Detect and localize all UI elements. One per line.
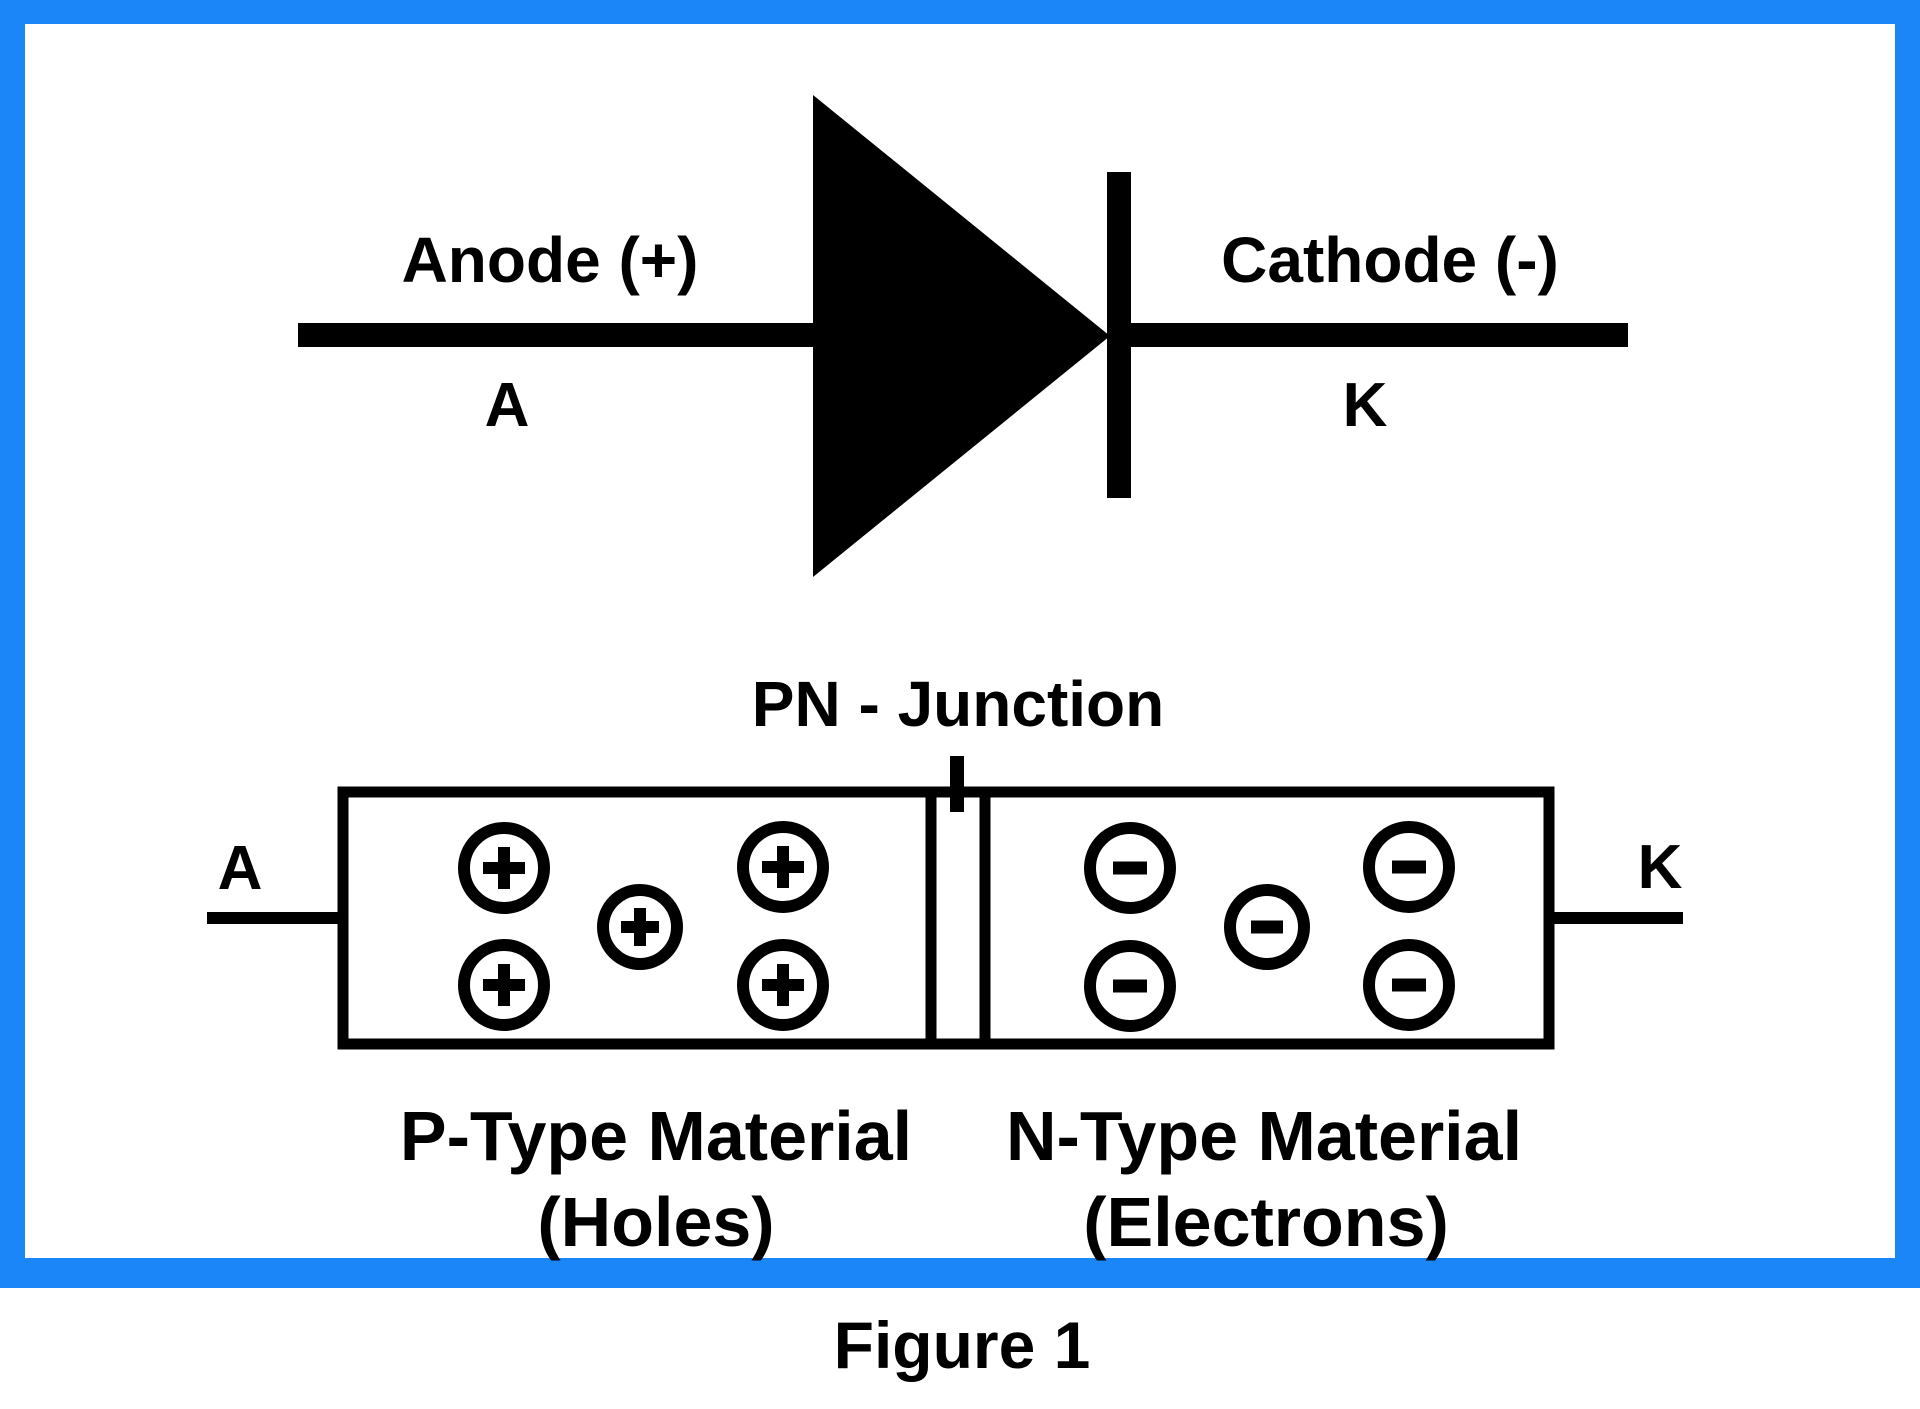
electron-carrier-icon [1363, 939, 1455, 1031]
hole-carrier-icon [737, 821, 829, 913]
frame-inner-panel [25, 24, 1895, 1258]
electron-carrier-icon [1084, 940, 1176, 1032]
cathode-bar-icon [1107, 172, 1131, 498]
electron-carrier-icon [1224, 884, 1310, 970]
pn-anode-terminal-letter: A [218, 834, 263, 903]
electron-carrier-icon [1084, 822, 1176, 914]
diode-triangle-icon [813, 95, 1110, 577]
pn-junction-diagram: PN - Junction A K [207, 668, 1683, 1261]
anode-label: Anode (+) [402, 224, 699, 296]
anode-terminal-letter: A [485, 371, 530, 440]
pn-junction-title: PN - Junction [752, 668, 1164, 740]
diode-symbol-diagram: Anode (+) Cathode (-) A K [298, 95, 1628, 577]
p-region-carriers-label: (Holes) [537, 1183, 774, 1261]
n-region-label: N-Type Material [1006, 1097, 1522, 1175]
p-region-carriers [458, 821, 829, 1031]
n-region-carriers-label: (Electrons) [1083, 1183, 1449, 1261]
hole-carrier-icon [597, 884, 683, 970]
electron-carrier-icon [1363, 821, 1455, 913]
figure-frame [0, 0, 1920, 1288]
figure-caption: Figure 1 [834, 1308, 1091, 1382]
hole-carrier-icon [458, 939, 550, 1031]
p-region-label: P-Type Material [400, 1097, 912, 1175]
pn-cathode-terminal-letter: K [1638, 833, 1683, 902]
hole-carrier-icon [458, 822, 550, 914]
cathode-terminal-letter: K [1343, 371, 1388, 440]
hole-carrier-icon [737, 939, 829, 1031]
cathode-label: Cathode (-) [1221, 224, 1559, 296]
n-region-carriers [1084, 821, 1455, 1032]
